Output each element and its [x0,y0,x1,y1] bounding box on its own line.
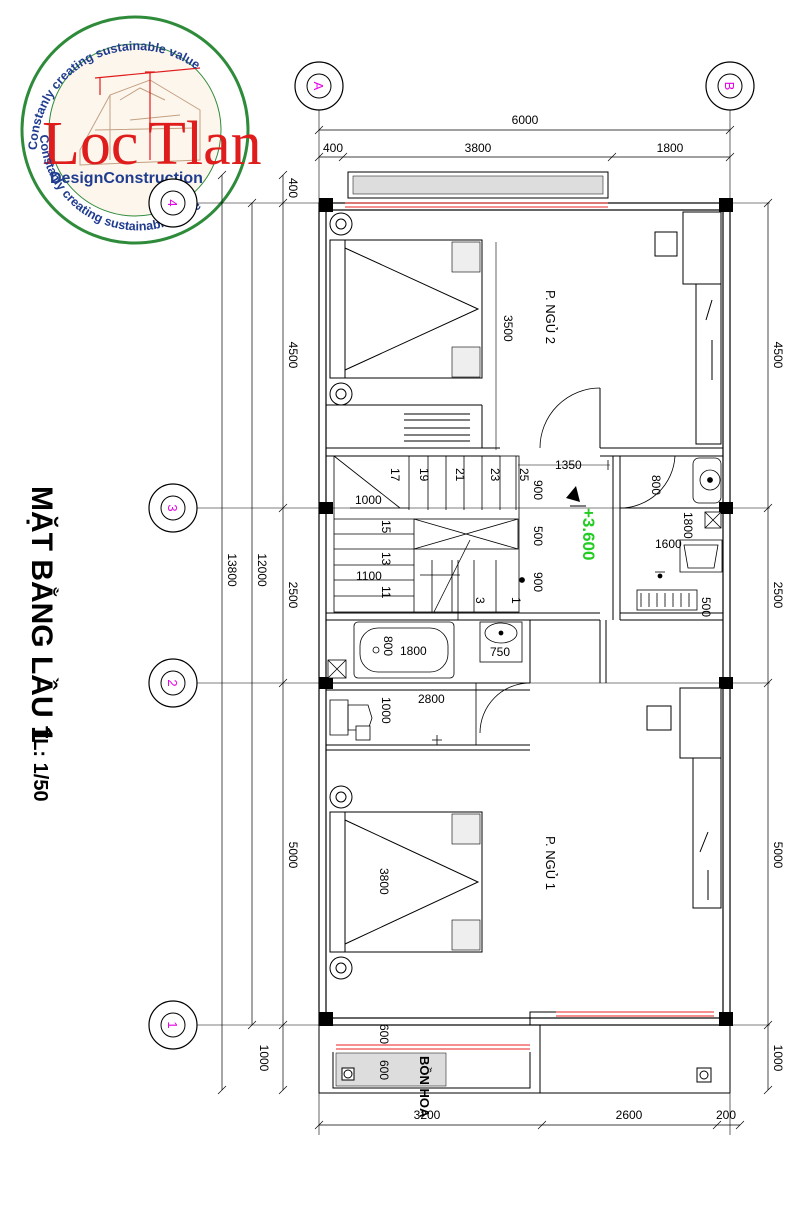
dim-top-1800: 1800 [657,141,684,155]
dim-tub-1800: 1800 [400,644,427,658]
stair-step-15: 15 [379,520,393,534]
dim-top-3800: 3800 [465,141,492,155]
room-label-bedroom-2: P. NGỦ 2 [543,290,558,344]
dim-stair-1100: 1100 [356,569,382,583]
dim-bottom-200: 200 [716,1108,736,1122]
stair-step-1: 1 [509,597,523,604]
dim-stair-500: 500 [531,526,545,546]
dim-bottom-2600: 2600 [616,1108,643,1122]
dim-bed2-length: 3500 [501,315,515,342]
dim-stair-1350: 1350 [555,458,582,472]
stair-step-19: 19 [417,468,431,482]
logo-brand-left: Loc [42,110,138,178]
dim-top-400: 400 [323,141,343,155]
drawing-scale: TL: 1/50 [29,726,51,802]
dim-tub-800: 800 [381,636,395,656]
dim-left-total: 13800 [225,553,239,587]
dim-balcony-600a: 600 [377,1024,391,1044]
dim-wc-500: 500 [699,597,713,617]
stair-step-11: 11 [379,586,393,599]
axis-label-2: 2 [165,679,180,686]
axis-label-a: A [311,82,326,91]
dim-bath-1000: 1000 [379,697,393,724]
dim-top-total: 6000 [512,113,539,127]
dimension-lines [217,125,773,1130]
dim-basin-750: 750 [490,645,510,659]
top-planter [347,171,609,199]
room-label-planter: BỒN HOA [417,1056,432,1118]
wc-upper [619,455,723,611]
dim-right-2500: 2500 [771,582,785,609]
dim-right-1000: 1000 [771,1045,785,1072]
dim-bed1-length: 3800 [377,868,391,895]
stair-step-13: 13 [379,552,393,566]
stair-step-17: 17 [388,468,402,482]
dim-stair-1000: 1000 [355,493,382,507]
dim-stair-900a: 900 [531,480,545,500]
logo-brand-right: Tlan [148,110,262,178]
company-logo: Loc Tlan DesignConstruction Constanly cr… [20,15,262,245]
staircase [333,455,610,620]
interior-walls [326,447,723,751]
axis-label-1: 1 [165,1021,180,1028]
dim-left-4500: 4500 [286,342,300,369]
dim-left-inner: 12000 [255,553,269,587]
elevation-label: +3.600 [579,508,598,560]
dim-right-4500: 4500 [771,342,785,369]
dim-bath-2800: 2800 [418,692,445,706]
axis-marker-3: 3 [148,483,770,533]
dim-left-400: 400 [286,178,300,198]
elevation-marker: +3.600 [566,486,598,560]
dim-left-5000: 5000 [286,842,300,869]
windows [336,202,714,1050]
axis-label-b: B [722,82,737,91]
balcony [318,1025,731,1094]
bedroom-2: P. NGỦ 2 3500 [326,211,722,450]
stair-step-3: 3 [473,597,487,604]
dim-right-5000: 5000 [771,842,785,869]
bedroom-1: P. NGỦ 1 3800 [329,687,722,1025]
dim-wc-800: 800 [649,475,663,495]
drawing-title: MẶT BẰNG LẦU 1 [25,486,59,743]
stair-step-21: 21 [453,468,467,482]
axis-label-4: 4 [165,199,180,206]
dim-left-2500: 2500 [286,582,300,609]
columns [319,198,733,1026]
stair-step-23: 23 [488,468,502,482]
dim-wc-1800: 1800 [681,512,695,539]
dim-bottom-3200: 3200 [414,1108,441,1122]
axis-label-3: 3 [165,504,180,511]
dim-balcony-600b: 600 [377,1060,391,1080]
stair-step-25: 25 [517,468,531,482]
dim-stair-900b: 900 [531,572,545,592]
dim-wc-1600: 1600 [655,537,682,551]
room-label-bedroom-1: P. NGỦ 1 [543,836,558,890]
dim-left-1000: 1000 [257,1045,271,1072]
bathroom [327,621,531,745]
